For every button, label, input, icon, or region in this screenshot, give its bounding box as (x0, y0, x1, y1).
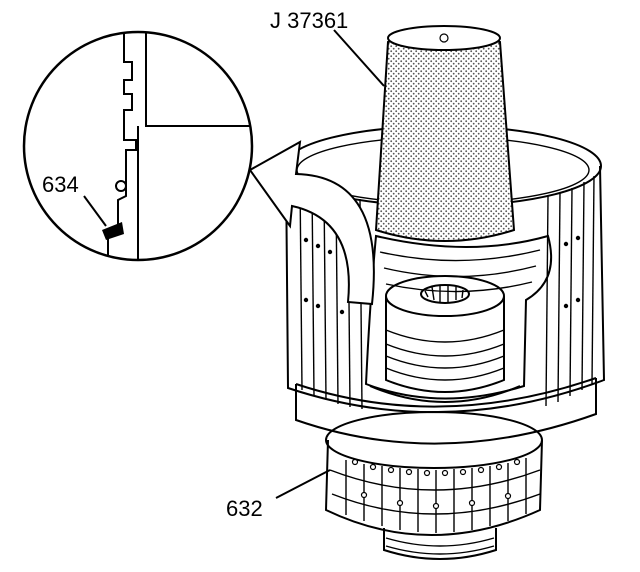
leader-lines (275, 29, 385, 499)
installer-cone-icon (374, 25, 516, 242)
curved-arrow-icon (248, 140, 375, 306)
drum-leader-line (275, 469, 331, 499)
lower-drum-assembly (324, 411, 543, 560)
tool-leader-line (333, 29, 385, 87)
magnified-detail-icon (22, 30, 254, 262)
part-632-label: 632 (226, 496, 263, 521)
tool-label: J 37361 (270, 8, 348, 33)
part-634-label: 634 (42, 172, 79, 197)
main-drum-housing (284, 125, 606, 445)
